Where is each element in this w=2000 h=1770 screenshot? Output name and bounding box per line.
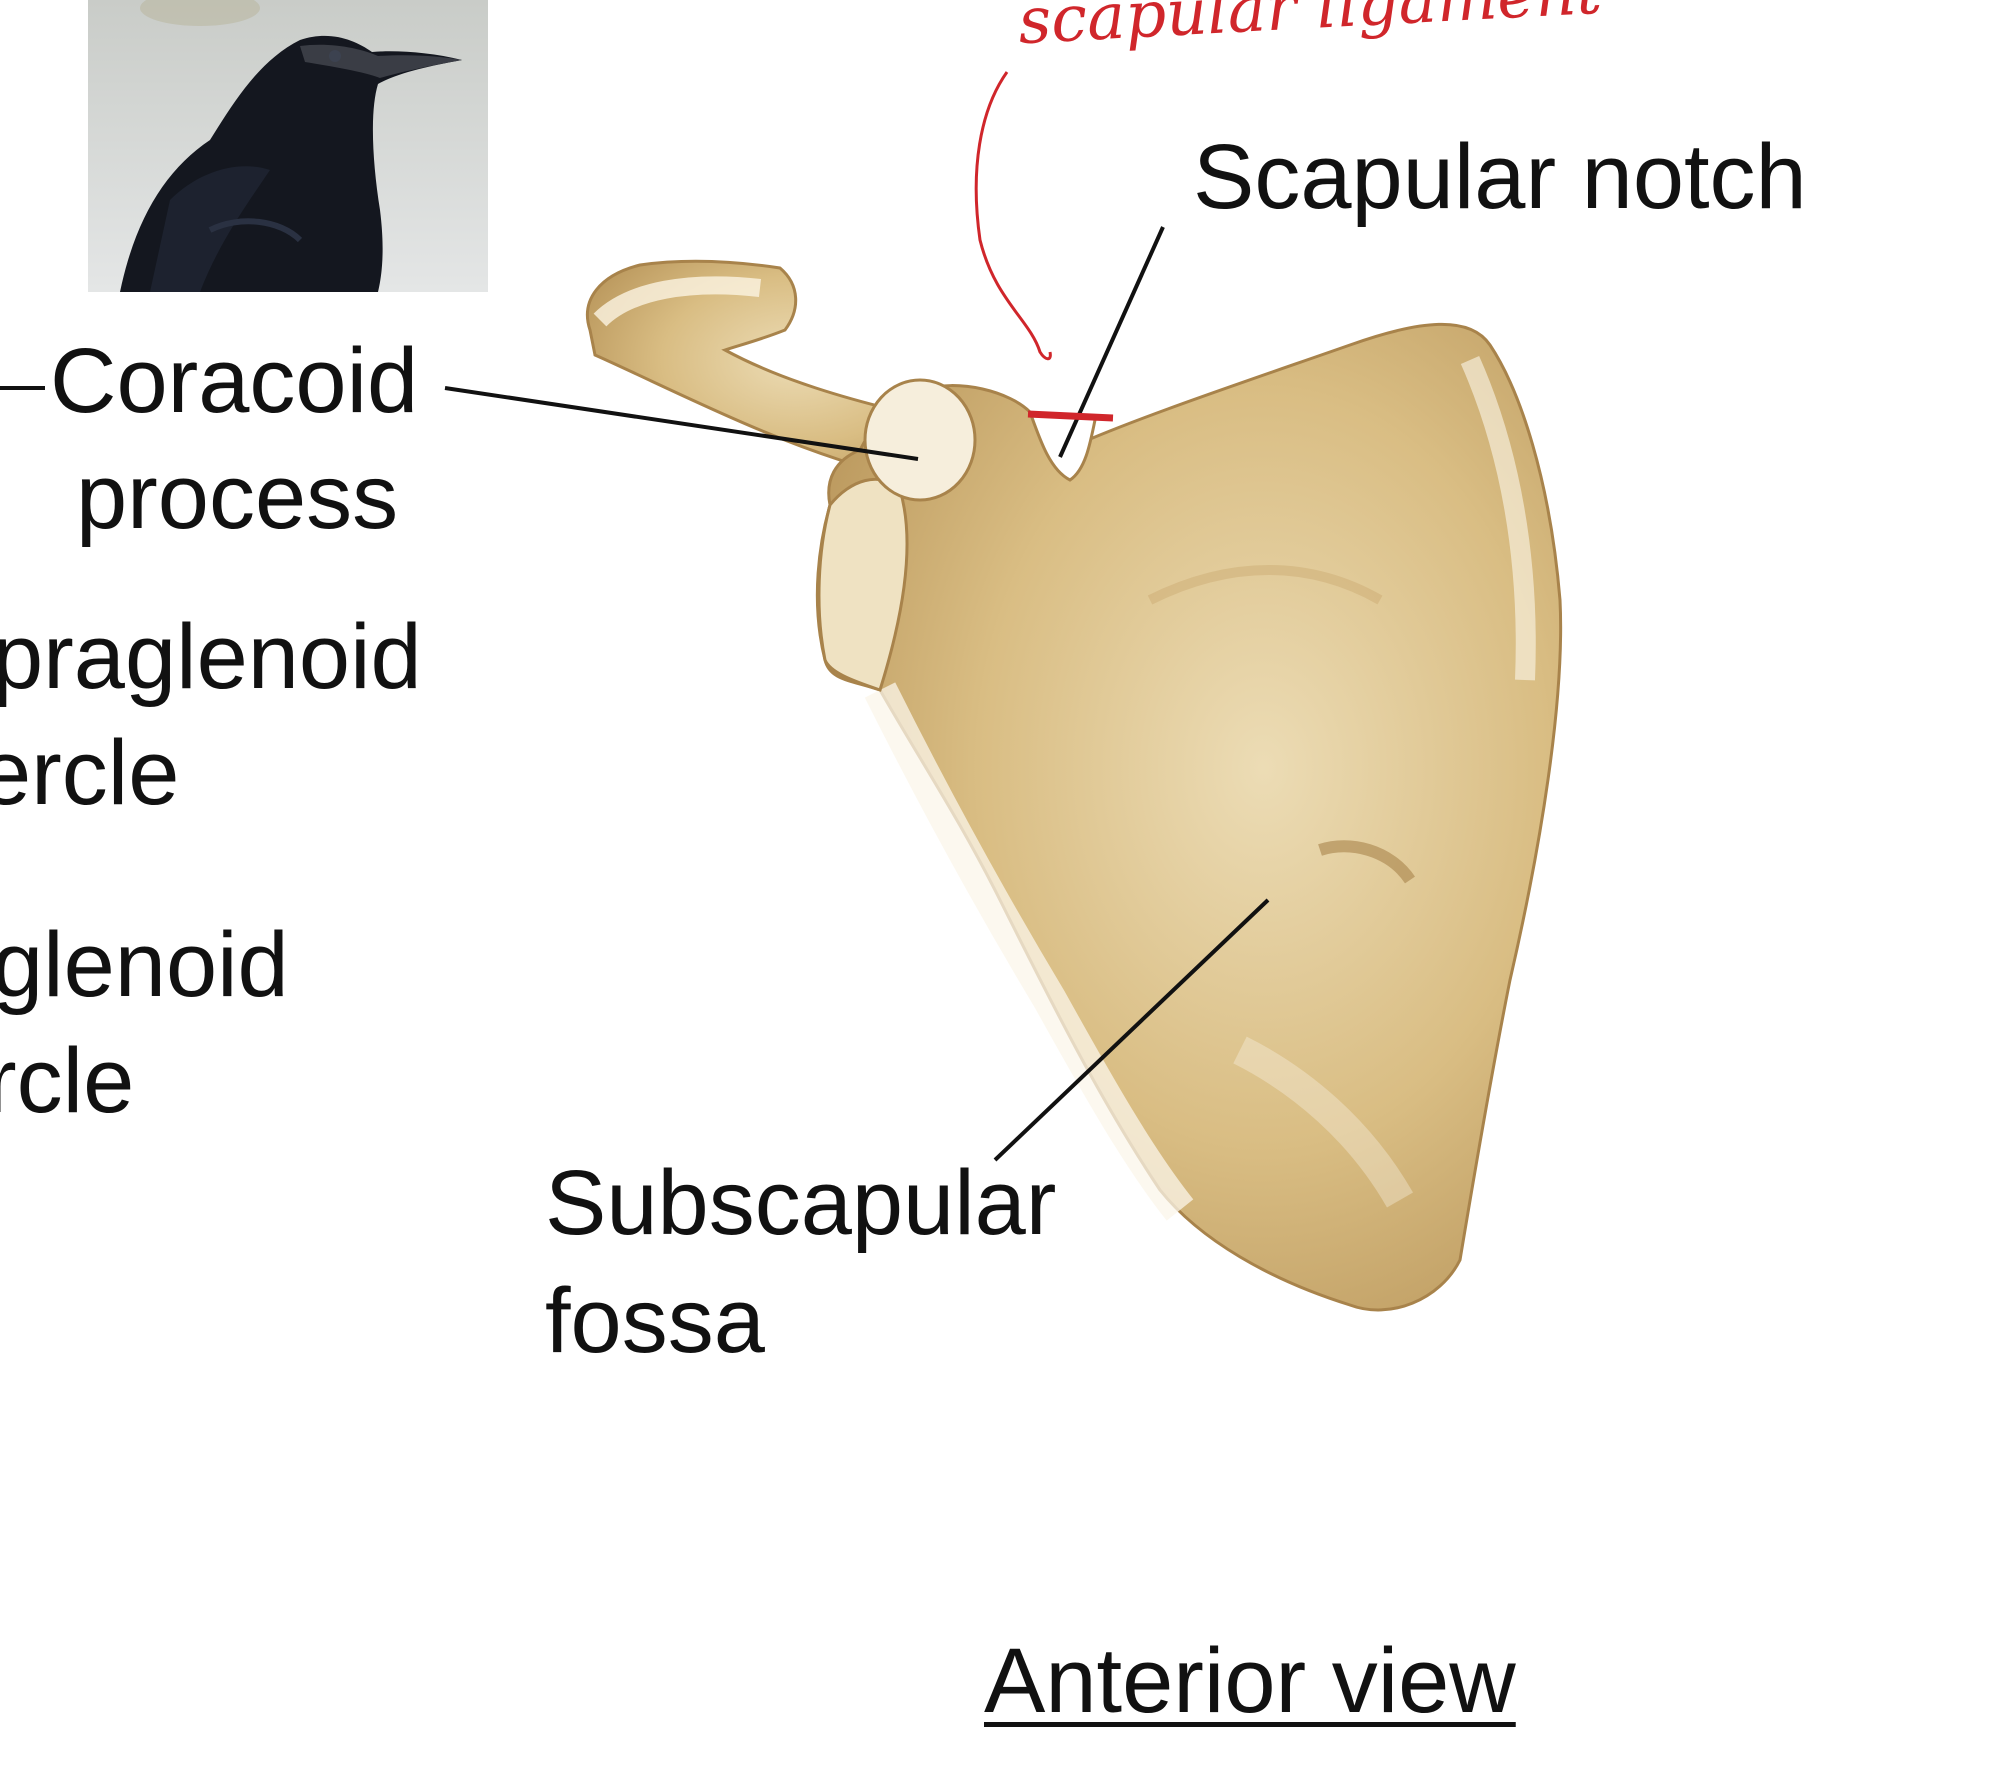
label-coracoid-line1: Coracoid <box>50 330 419 432</box>
subscapular-fossa-leader-line <box>993 898 1270 1162</box>
diagram-view-title: Anterior view <box>984 1630 1516 1732</box>
label-supraglenoid-line1: praglenoid <box>0 606 422 708</box>
label-infraglenoid-line2: rcle <box>0 1030 135 1132</box>
label-scapular-notch: Scapular notch <box>1193 126 1807 228</box>
red-annotation-curve <box>974 71 1052 361</box>
coracoid-leader-line <box>444 386 919 461</box>
label-subscapular-line2: fossa <box>545 1270 765 1372</box>
scapular-notch-leader-line <box>1058 226 1165 458</box>
label-coracoid-line2: process <box>76 446 399 548</box>
label-supraglenoid-line2: ercle <box>0 722 180 824</box>
label-infraglenoid-line1: glenoid <box>0 914 289 1016</box>
scapular-ligament-mark <box>1027 410 1114 422</box>
label-subscapular-line1: Subscapular <box>545 1152 1057 1254</box>
